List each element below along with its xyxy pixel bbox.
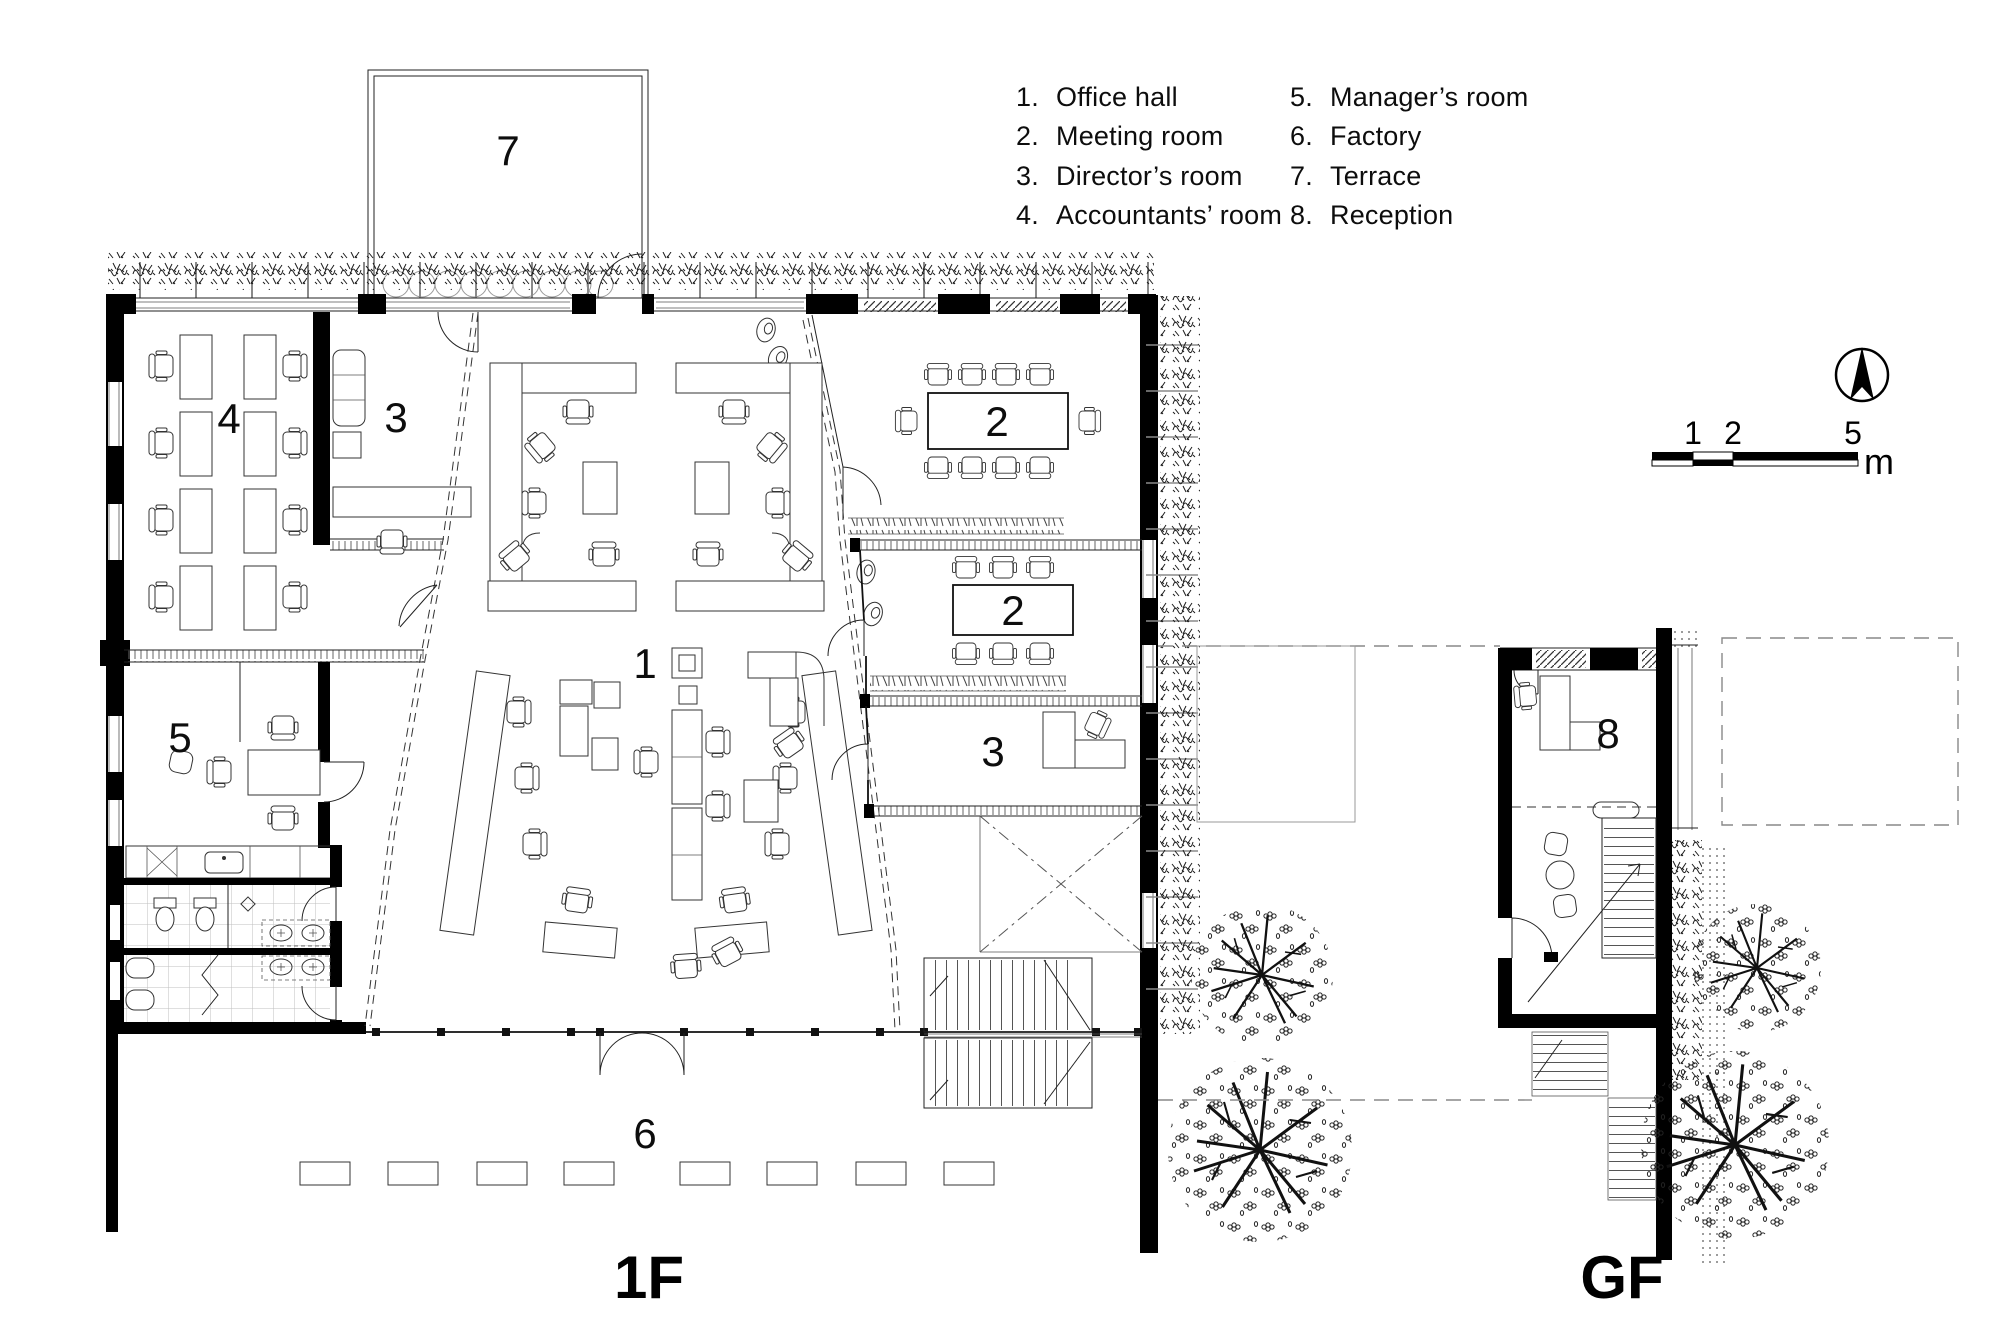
office-hall: 1 <box>364 312 901 1031</box>
entrance-door <box>599 1032 685 1076</box>
legend-item-3: 3.Director’s room <box>1016 161 1243 191</box>
wc-fixtures <box>125 885 331 1016</box>
room-label-factory: 6 <box>633 1110 656 1157</box>
tree <box>1693 904 1821 1032</box>
door <box>831 743 869 781</box>
factory-yard: 6 <box>299 1110 995 1186</box>
gf-landscape <box>1641 628 1829 1263</box>
room-label-director-top: 3 <box>384 394 407 441</box>
sanitary-block <box>106 845 366 1034</box>
legend-item-2: 2.Meeting room <box>1016 121 1224 151</box>
scale-tick-1: 1 <box>1684 415 1702 451</box>
room-label-manager: 5 <box>168 714 191 761</box>
terrace-door <box>597 253 643 299</box>
legend-label: Accountants’ room <box>1056 200 1283 230</box>
door <box>437 311 479 353</box>
legend-label: Factory <box>1330 121 1422 151</box>
glass-door <box>398 584 438 628</box>
legend-item-7: 7.Terrace <box>1290 161 1422 191</box>
stairs-1f <box>923 957 1142 1109</box>
plan-title-1f: 1F <box>614 1244 684 1311</box>
room-label-meeting-bottom: 2 <box>1001 587 1024 634</box>
void-x <box>979 815 1143 953</box>
room-director-top: 3 <box>332 311 479 555</box>
legend-item-4: 4.Accountants’ room <box>1016 200 1283 230</box>
legend-label: Office hall <box>1056 82 1178 112</box>
scale-tick-2: 2 <box>1724 415 1742 451</box>
scale-tick-5: 5 <box>1844 415 1862 451</box>
plan-gf: 8 GF <box>1498 628 1829 1311</box>
tree <box>1168 1058 1352 1242</box>
legend-label: Manager’s room <box>1330 82 1529 112</box>
tree <box>1641 1051 1829 1239</box>
wall-west <box>100 298 130 1232</box>
room-label-hall: 1 <box>633 640 656 687</box>
tree <box>1191 904 1333 1046</box>
gf-lobby <box>1511 817 1657 1003</box>
north-arrow-icon <box>1834 347 1890 403</box>
meeting-rooms: 2 2 3 <box>827 362 1143 953</box>
gf-stairs-south <box>1531 1031 1657 1201</box>
plan-1f: 4 3 5 <box>100 69 1352 1311</box>
room-accountants: 4 <box>148 334 308 631</box>
hall-cabinets <box>559 647 825 901</box>
door <box>1511 917 1558 962</box>
doors <box>301 886 337 1021</box>
skylight-row <box>299 1161 995 1186</box>
gf-reception: 8 <box>1512 669 1656 819</box>
legend-item-6: 6.Factory <box>1290 121 1422 151</box>
legend-label: Director’s room <box>1056 161 1243 191</box>
room-label-meeting-top: 2 <box>985 398 1008 445</box>
door <box>827 619 865 657</box>
scale-unit: m <box>1864 441 1894 482</box>
scale-bar: 1 2 5 m <box>1651 415 1894 482</box>
legend-item-1: 1.Office hall <box>1016 82 1178 112</box>
desks <box>179 334 277 631</box>
hedge-east <box>1146 296 1200 1034</box>
plan-title-gf: GF <box>1580 1244 1663 1311</box>
legend-item-8: 8.Reception <box>1290 200 1454 230</box>
legend-label: Reception <box>1330 200 1454 230</box>
room-label-reception: 8 <box>1596 710 1619 757</box>
hedge-north <box>108 252 1154 298</box>
canopy-dashed-outline <box>1721 637 1959 826</box>
door <box>323 761 365 803</box>
room-label-accountants: 4 <box>217 395 240 442</box>
kitchen-counter <box>125 845 341 879</box>
room-manager: 5 <box>167 662 365 848</box>
legend-label: Meeting room <box>1056 121 1224 151</box>
legend-item-5: 5.Manager’s room <box>1290 82 1529 112</box>
site-links <box>1158 637 1959 1101</box>
meeting-door-top <box>842 466 882 507</box>
room-label-director-bottom: 3 <box>981 728 1004 775</box>
legend-label: Terrace <box>1330 161 1422 191</box>
